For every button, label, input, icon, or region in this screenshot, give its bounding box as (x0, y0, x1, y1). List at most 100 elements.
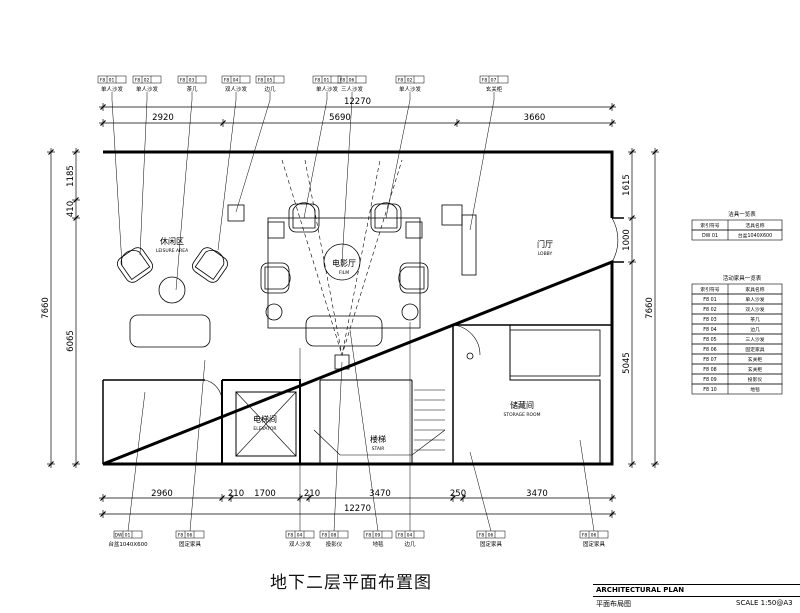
room-label-stair: 楼梯 (370, 434, 386, 444)
tag-code: F8 (398, 78, 404, 84)
tag-box (177, 75, 207, 84)
tag-label: 单人沙发 (101, 85, 124, 93)
right-dim-label: 1615 (622, 174, 632, 196)
room-label-film-en: FILM (339, 270, 349, 276)
tag-leader (469, 451, 492, 532)
elevator-cross (235, 391, 297, 457)
tag-leader (217, 99, 237, 251)
tag-num: 04 (297, 533, 303, 539)
armchair (370, 202, 402, 233)
tag-code: F8 (135, 78, 141, 84)
sofa-leisure (129, 314, 211, 348)
bottom-dim-label: 250 (450, 489, 466, 499)
tag-code: F8 (398, 533, 404, 539)
tag-num: 02 (144, 78, 150, 84)
tag-code: F8 (322, 533, 328, 539)
tag-leader (127, 391, 146, 532)
storage-wall (452, 324, 612, 464)
left-dim-label: 1185 (66, 165, 76, 187)
armchair-seat (120, 250, 151, 281)
legend-fixtures-cell-name: 台盆1040X600 (738, 232, 772, 239)
legend-furniture-row (691, 383, 783, 395)
tag-code: F8 (366, 533, 372, 539)
armchair-frame (288, 203, 320, 233)
tag-box (221, 75, 251, 84)
left-room-door-swing (204, 379, 223, 403)
top-overall-dim-label: 12270 (344, 97, 371, 107)
lobby-console (461, 214, 477, 276)
bottom-dim-label: 3470 (369, 489, 391, 499)
tag-code: DW (115, 533, 123, 539)
walls (102, 150, 624, 466)
tag-code: F8 (288, 533, 294, 539)
tag-leader (139, 99, 148, 256)
bottom-dim-label: 2960 (151, 489, 173, 499)
armchair (117, 247, 153, 283)
tag-num: 01 (324, 78, 330, 84)
left-room-wall (102, 379, 205, 464)
legend-furniture-cell-name: 玄关柜 (748, 366, 763, 373)
elevator-car (235, 391, 297, 457)
legend-furniture-cell-name: 边几 (750, 326, 760, 333)
tag-box (97, 75, 127, 84)
legend-furniture-cell-code: F8 05 (703, 337, 716, 343)
tag-label: 固定家具 (583, 540, 606, 548)
legend-furniture-title: 活动家具一览表 (723, 274, 762, 282)
stair-outline (319, 379, 413, 464)
tag-num: 05 (267, 78, 273, 84)
top-dim-label: 2920 (152, 113, 174, 123)
tag-label: 双人沙发 (289, 540, 312, 548)
tag-leader (385, 99, 411, 219)
legend-furniture-cell-name: 玄关柜 (748, 356, 763, 363)
tag-label: 茶几 (186, 85, 198, 93)
left-dim-label: 6065 (66, 330, 76, 352)
tag-code: F8 (340, 78, 346, 84)
tag-label: 单人沙发 (316, 85, 339, 93)
legend-furniture-cell-name: 家具名称 (745, 286, 764, 293)
tag-leader (341, 99, 353, 263)
armchair-frame (260, 262, 290, 294)
title-block-top-line (593, 584, 800, 585)
tag-box (255, 75, 285, 84)
tag-label: 地毯 (372, 540, 384, 548)
room-label-elevator-en: ELEVATOR (253, 426, 276, 432)
tag-code: F8 (258, 78, 264, 84)
tag-leader (175, 99, 193, 291)
bottom-dim-label: 1700 (254, 489, 276, 499)
legend-furniture-cell-name: 投影仪 (748, 376, 763, 383)
legend-furniture-cell-code: F8 09 (703, 377, 716, 383)
stair-landing (313, 429, 446, 456)
armchair-seat (194, 250, 225, 281)
room-label-elevator: 电梯间 (253, 414, 277, 424)
armchair (260, 262, 291, 294)
legend-fixtures-cell-name: 洁具名称 (745, 222, 764, 229)
tag-num: 08 (331, 533, 337, 539)
legend-furniture-cell-code: F8 01 (703, 297, 716, 303)
lobby-door-jamb (612, 217, 624, 263)
tag-leader (189, 359, 206, 532)
tag-leader (235, 99, 271, 213)
film-table (323, 243, 361, 281)
storage-door-swing (452, 324, 481, 356)
title-block-plan-cn: 平面布局图 (596, 600, 631, 608)
right-overall-dim-label: 7660 (645, 297, 655, 319)
tag-num: 01 (109, 78, 115, 84)
outer-wall (102, 150, 614, 466)
right-dim-label: 1000 (622, 229, 632, 251)
tag-code: F8 (582, 533, 588, 539)
film-side-table (405, 221, 423, 239)
title-block-scale: SCALE 1:50@A3 (736, 599, 793, 607)
tag-leader (469, 99, 495, 231)
tag-code: F8 (180, 78, 186, 84)
legend-furniture-cell-code: F8 02 (703, 307, 716, 313)
tag-num: 01 (125, 533, 131, 539)
